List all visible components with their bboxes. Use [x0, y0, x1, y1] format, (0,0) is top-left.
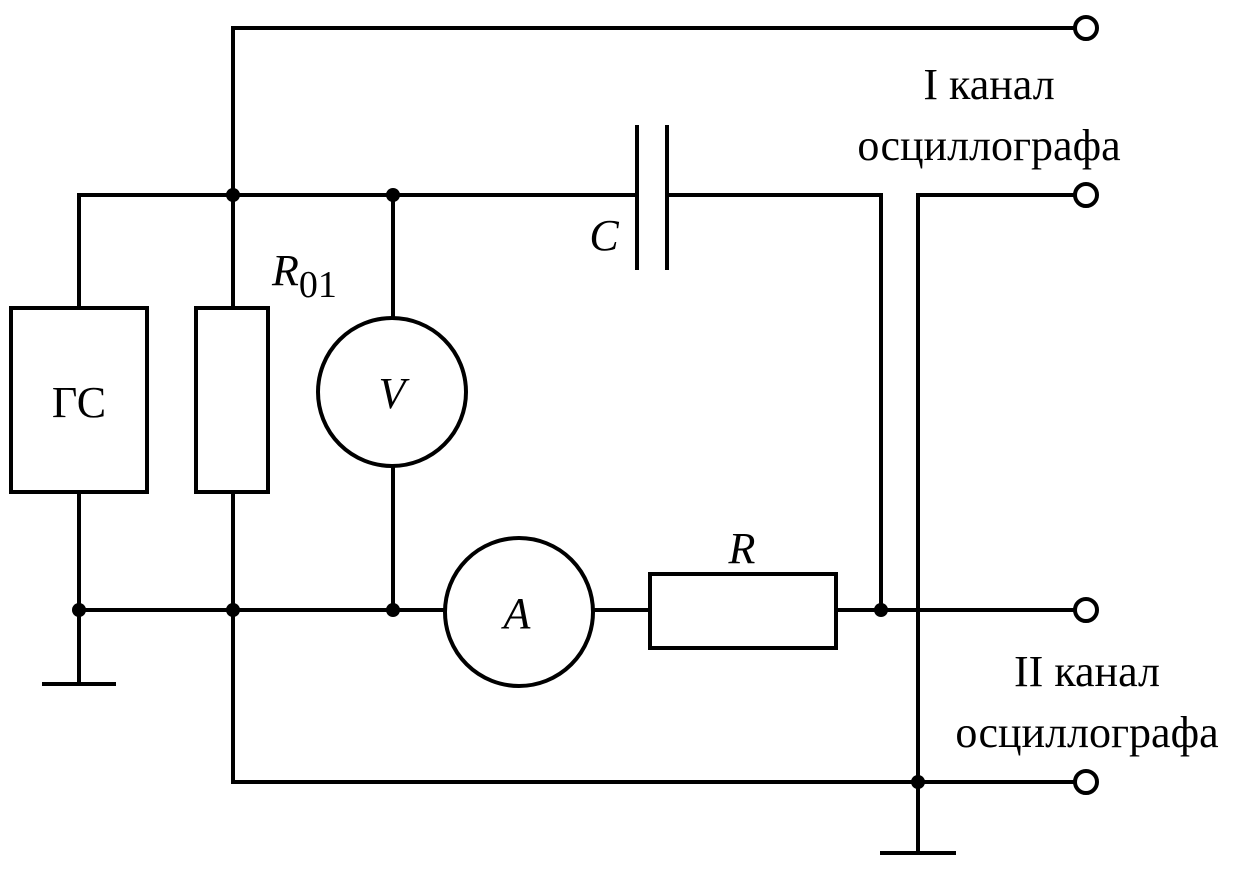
voltmeter-circle [316, 316, 468, 468]
junctions [72, 188, 925, 789]
voltmeter: V [316, 316, 468, 468]
resistor-r-label: R [728, 524, 756, 573]
capacitor-label: C [589, 211, 619, 260]
terminal-channel2-top [1073, 597, 1099, 623]
junction-dot [226, 603, 240, 617]
terminals [1073, 15, 1099, 795]
generator: ГС [9, 306, 149, 494]
junction-dot [226, 188, 240, 202]
wire-channel1-common [916, 193, 1076, 855]
junction-dot [911, 775, 925, 789]
voltmeter-label: V [379, 369, 411, 418]
resistor-r01: R01 [194, 246, 337, 494]
terminal-channel1-top [1073, 15, 1099, 41]
junction-dot [386, 188, 400, 202]
ammeter-circle [443, 536, 595, 688]
resistor-r01-label: R01 [271, 246, 337, 306]
generator-box [9, 306, 149, 494]
junction-dot [72, 603, 86, 617]
channel1-label-line2: осциллографа [857, 121, 1120, 170]
resistor-r-body [648, 572, 838, 650]
terminal-channel1-bottom [1073, 182, 1099, 208]
wire-cap-right [665, 193, 883, 612]
resistor-r01-letter: R [271, 246, 299, 295]
ammeter: A [443, 536, 595, 688]
terminal-channel2-bottom [1073, 769, 1099, 795]
channel1-label-line1: I канал [923, 60, 1054, 109]
junction-dot [874, 603, 888, 617]
junction-dot [386, 603, 400, 617]
ammeter-label: A [501, 589, 532, 638]
resistor-r: R [648, 524, 838, 650]
resistor-r01-subscript: 01 [299, 264, 337, 306]
resistor-r01-body [194, 306, 270, 494]
channel-labels: I канал осциллографа II канал осциллогра… [857, 60, 1218, 757]
channel2-label-line2: осциллографа [955, 708, 1218, 757]
capacitor: C [589, 125, 669, 270]
generator-label: ГС [52, 378, 106, 427]
channel2-label-line1: II канал [1014, 647, 1160, 696]
